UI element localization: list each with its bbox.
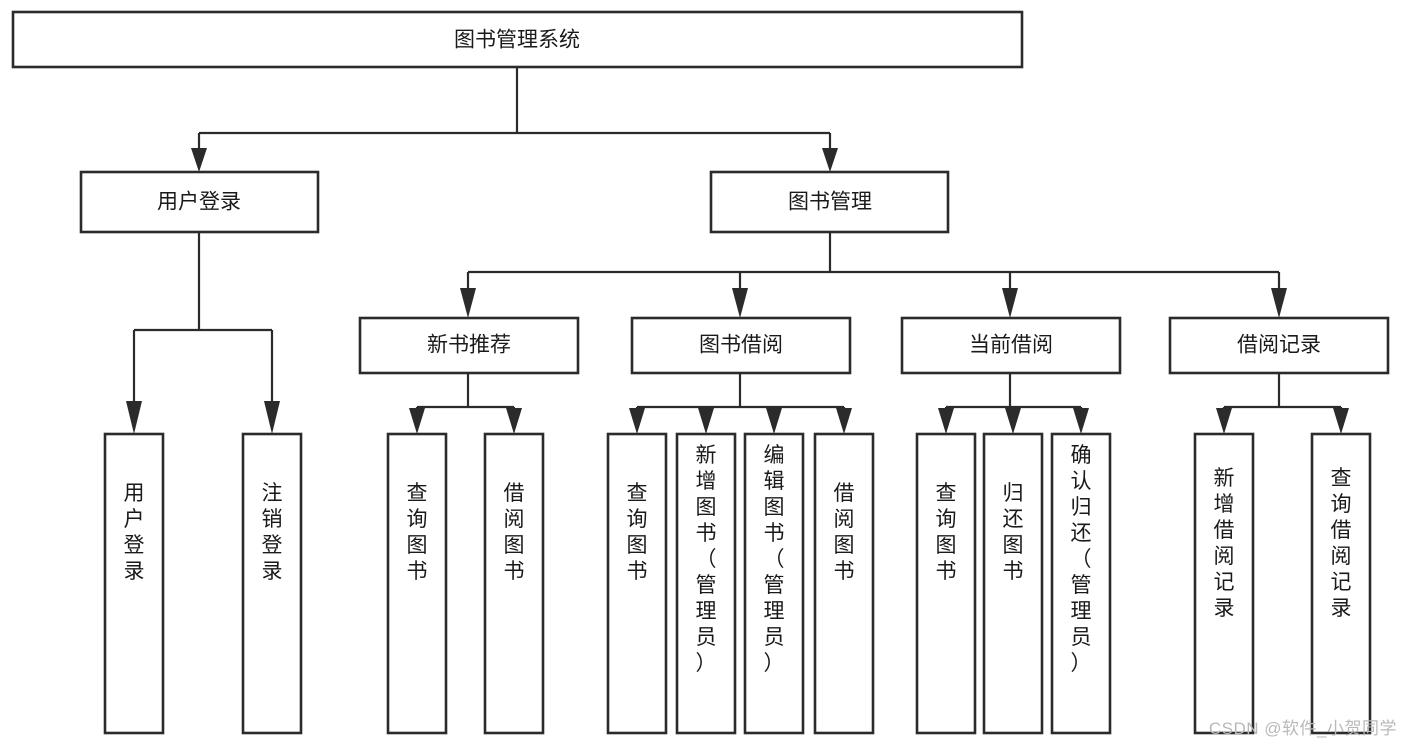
node-leaf-query-book-1-box[interactable]: [386, 432, 448, 735]
node-book-management-box[interactable]: [709, 170, 950, 234]
node-new-book-recommend-label: 新书推荐: [427, 334, 511, 357]
node-leaf-borrow-book-1-box[interactable]: [483, 432, 545, 735]
node-root-label: 图书管理系统: [454, 29, 580, 52]
node-book-management-label: 图书管理: [788, 191, 872, 214]
arrow-head-leaf-query-book-2: [629, 408, 645, 434]
node-leaf-user-login-box[interactable]: [103, 432, 165, 735]
arrow-head-user-login: [191, 148, 207, 172]
node-current-borrow[interactable]: 当前借阅: [900, 316, 1122, 375]
arrow-head-leaf-edit-book: [766, 408, 782, 434]
arrow-head-leaf-query-book-3: [938, 408, 954, 434]
node-leaf-borrow-book-1-label: 借阅图书: [504, 482, 525, 583]
node-leaf-add-book-label: 新增图书（管理员）: [696, 444, 717, 675]
arrow-head-leaf-query-book-1: [409, 408, 425, 434]
arrow-head-book-management: [822, 148, 838, 172]
node-leaf-query-book-2-label: 查询图书: [627, 482, 648, 583]
arrow-head-leaf-borrow-book-2: [836, 408, 852, 434]
arrow-head-new-book-recommend: [460, 288, 476, 318]
node-leaf-add-book[interactable]: 新增图书（管理员）: [675, 432, 737, 735]
node-leaf-add-book-box[interactable]: [675, 432, 737, 735]
arrow-head-current-borrow: [1002, 288, 1018, 318]
arrow-head-leaf-confirm-return: [1073, 408, 1089, 434]
node-new-book-recommend-box[interactable]: [358, 316, 580, 375]
node-leaf-edit-book-label: 编辑图书（管理员）: [764, 444, 785, 675]
node-book-borrow-box[interactable]: [630, 316, 852, 375]
node-leaf-query-book-3-box[interactable]: [915, 432, 977, 735]
node-leaf-user-login-label: 用户登录: [124, 482, 145, 583]
csdn-watermark: CSDN @软件_小贺同学: [1208, 719, 1397, 738]
node-leaf-borrow-book-1[interactable]: 借阅图书: [483, 432, 545, 735]
node-leaf-query-book-2-box[interactable]: [606, 432, 668, 735]
node-leaf-return-book-box[interactable]: [982, 432, 1044, 735]
node-leaf-user-login[interactable]: 用户登录: [103, 432, 165, 735]
node-borrow-record[interactable]: 借阅记录: [1168, 316, 1390, 375]
node-leaf-query-book-3[interactable]: 查询图书: [915, 432, 977, 735]
arrow-head-leaf-borrow-book-1: [506, 408, 522, 434]
node-leaf-confirm-return-box[interactable]: [1050, 432, 1112, 735]
node-leaf-logout-login-box[interactable]: [241, 432, 303, 735]
arrow-head-book-borrow: [732, 288, 748, 318]
node-leaf-query-book-1-label: 查询图书: [407, 482, 428, 583]
node-leaf-add-record-label: 新增借阅记录: [1214, 467, 1235, 620]
node-leaf-edit-book[interactable]: 编辑图书（管理员）: [743, 432, 805, 735]
node-leaf-add-record-box[interactable]: [1193, 432, 1255, 735]
node-leaf-query-record[interactable]: 查询借阅记录: [1310, 432, 1372, 735]
arrow-head-leaf-user-login: [126, 401, 142, 434]
node-leaf-add-record[interactable]: 新增借阅记录: [1193, 432, 1255, 735]
node-leaf-borrow-book-2-label: 借阅图书: [834, 482, 855, 583]
node-user-login-box[interactable]: [79, 170, 320, 234]
arrow-head-leaf-query-record: [1333, 408, 1349, 434]
node-borrow-record-label: 借阅记录: [1237, 334, 1321, 357]
arrow-head-leaf-add-book: [698, 408, 714, 434]
arrow-head-leaf-return-book: [1005, 408, 1021, 434]
node-leaf-query-record-box[interactable]: [1310, 432, 1372, 735]
node-leaf-return-book[interactable]: 归还图书: [982, 432, 1044, 735]
node-leaf-query-book-3-label: 查询图书: [936, 482, 957, 583]
node-leaf-query-book-1[interactable]: 查询图书: [386, 432, 448, 735]
node-leaf-query-record-label: 查询借阅记录: [1331, 467, 1352, 620]
connector-layer: [126, 67, 1349, 434]
node-user-login-label: 用户登录: [157, 191, 241, 214]
node-borrow-record-box[interactable]: [1168, 316, 1390, 375]
node-leaf-confirm-return-label: 确认归还（管理员）: [1071, 444, 1092, 675]
arrow-head-leaf-add-record: [1216, 408, 1232, 434]
node-leaf-query-book-2[interactable]: 查询图书: [606, 432, 668, 735]
node-leaf-logout-login[interactable]: 注销登录: [241, 432, 303, 735]
node-new-book-recommend[interactable]: 新书推荐: [358, 316, 580, 375]
node-root-box[interactable]: [11, 10, 1024, 69]
arrow-head-leaf-logout-login: [264, 401, 280, 434]
node-user-login[interactable]: 用户登录: [79, 170, 320, 234]
node-leaf-borrow-book-2[interactable]: 借阅图书: [813, 432, 875, 735]
node-book-borrow[interactable]: 图书借阅: [630, 316, 852, 375]
node-book-borrow-label: 图书借阅: [699, 334, 783, 357]
node-leaf-borrow-book-2-box[interactable]: [813, 432, 875, 735]
node-current-borrow-box[interactable]: [900, 316, 1122, 375]
node-current-borrow-label: 当前借阅: [969, 334, 1053, 357]
arrow-head-borrow-record: [1271, 288, 1287, 318]
node-book-management[interactable]: 图书管理: [709, 170, 950, 234]
node-root[interactable]: 图书管理系统: [11, 10, 1024, 69]
node-leaf-return-book-label: 归还图书: [1003, 482, 1024, 583]
node-leaf-logout-login-label: 注销登录: [262, 482, 283, 583]
node-leaf-confirm-return[interactable]: 确认归还（管理员）: [1050, 432, 1112, 735]
node-leaf-edit-book-box[interactable]: [743, 432, 805, 735]
